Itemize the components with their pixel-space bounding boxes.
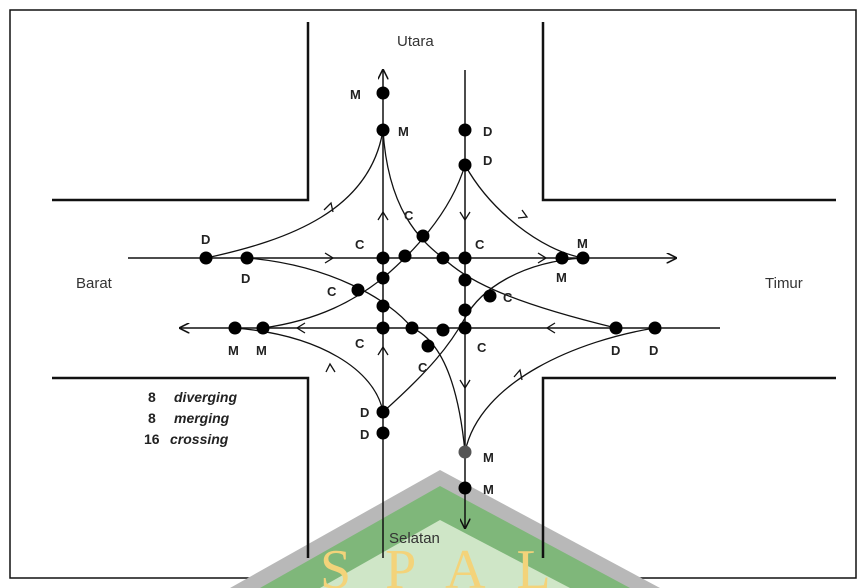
node-crossing <box>376 321 390 335</box>
legend: 8 diverging 8 merging 16 crossing <box>144 389 237 447</box>
label-m: M <box>556 270 567 285</box>
turn-north-to-east-inner <box>382 129 617 329</box>
road-edge-ne <box>541 22 836 202</box>
node-crossing <box>458 321 472 335</box>
legend-diverging-count: 8 <box>148 389 156 405</box>
node-crossing <box>416 229 430 243</box>
legend-diverging-label: diverging <box>174 389 237 405</box>
label-d: D <box>360 427 369 442</box>
node-crossing <box>351 283 365 297</box>
label-d: D <box>360 405 369 420</box>
node-merging <box>458 481 472 495</box>
conflict-nodes <box>199 86 662 495</box>
node-crossing <box>436 323 450 337</box>
node-crossing <box>405 321 419 335</box>
node-merging <box>376 86 390 100</box>
watermark-text: S P A L <box>320 539 561 588</box>
label-m: M <box>228 343 239 358</box>
node-diverging <box>648 321 662 335</box>
node-crossing <box>376 251 390 265</box>
label-d: D <box>649 343 658 358</box>
node-merging <box>458 445 472 459</box>
label-d: D <box>241 271 250 286</box>
turn-west-to-north <box>205 129 384 259</box>
road-edge-sw <box>52 376 310 558</box>
direction-north: Utara <box>397 33 434 50</box>
legend-crossing-count: 16 <box>144 431 160 447</box>
turn-east-to-north-inner <box>382 257 584 413</box>
label-m: M <box>350 87 361 102</box>
node-crossing <box>458 251 472 265</box>
label-c: C <box>355 237 365 252</box>
arrow-south-lane <box>459 211 471 222</box>
label-c: C <box>404 208 414 223</box>
arrow-sw <box>325 362 336 373</box>
direction-south: Selatan <box>389 530 440 547</box>
road-edge-nw <box>52 22 310 202</box>
arrow-west-lane <box>295 322 306 334</box>
arrow-east-lane-2 <box>537 252 548 264</box>
node-crossing <box>483 289 497 303</box>
road-edges <box>52 22 836 558</box>
label-c: C <box>355 336 365 351</box>
turn-east-to-south <box>464 327 656 453</box>
node-diverging <box>458 158 472 172</box>
direction-east: Timur <box>765 275 803 292</box>
node-diverging <box>376 405 390 419</box>
arrow-se <box>513 368 523 381</box>
label-m: M <box>577 236 588 251</box>
legend-crossing-label: crossing <box>170 431 229 447</box>
node-diverging <box>458 123 472 137</box>
arrow-nw <box>323 201 334 213</box>
label-m: M <box>483 450 494 465</box>
label-c: C <box>477 340 487 355</box>
label-d: D <box>201 232 210 247</box>
label-d: D <box>611 343 620 358</box>
turning-movements <box>205 129 656 453</box>
direction-west: Barat <box>76 275 113 292</box>
node-merging <box>228 321 242 335</box>
node-crossing <box>398 249 412 263</box>
node-crossing <box>376 299 390 313</box>
label-c: C <box>418 360 428 375</box>
node-merging <box>376 123 390 137</box>
node-merging <box>576 251 590 265</box>
arrow-west-lane-2 <box>545 322 556 334</box>
node-diverging <box>240 251 254 265</box>
node-merging <box>256 321 270 335</box>
node-diverging <box>199 251 213 265</box>
node-diverging <box>609 321 623 335</box>
node-crossing <box>458 273 472 287</box>
node-crossing <box>436 251 450 265</box>
label-m: M <box>398 124 409 139</box>
legend-merging-count: 8 <box>148 410 156 426</box>
watermark-logo: S P A L <box>230 470 660 588</box>
label-c: C <box>475 237 485 252</box>
arrow-south-lane-2 <box>459 379 471 390</box>
arrow-north-lane <box>377 210 389 221</box>
road-edge-se <box>541 376 836 558</box>
label-d: D <box>483 153 492 168</box>
label-d: D <box>483 124 492 139</box>
node-crossing <box>458 303 472 317</box>
node-crossing <box>421 339 435 353</box>
turn-north-to-east <box>464 164 584 259</box>
flow-arrows <box>295 201 556 390</box>
label-m: M <box>483 482 494 497</box>
node-crossing <box>376 271 390 285</box>
label-c: C <box>327 284 337 299</box>
label-m: M <box>256 343 267 358</box>
legend-merging-label: merging <box>174 410 230 426</box>
arrow-ne <box>517 209 529 219</box>
label-c: C <box>503 290 513 305</box>
node-diverging <box>376 426 390 440</box>
point-labels: M M D D D D M M M M D D D D M M C C C C … <box>201 87 658 497</box>
arrow-east-lane <box>324 252 335 264</box>
arrow-north-lane-2 <box>377 345 389 356</box>
node-merging <box>555 251 569 265</box>
